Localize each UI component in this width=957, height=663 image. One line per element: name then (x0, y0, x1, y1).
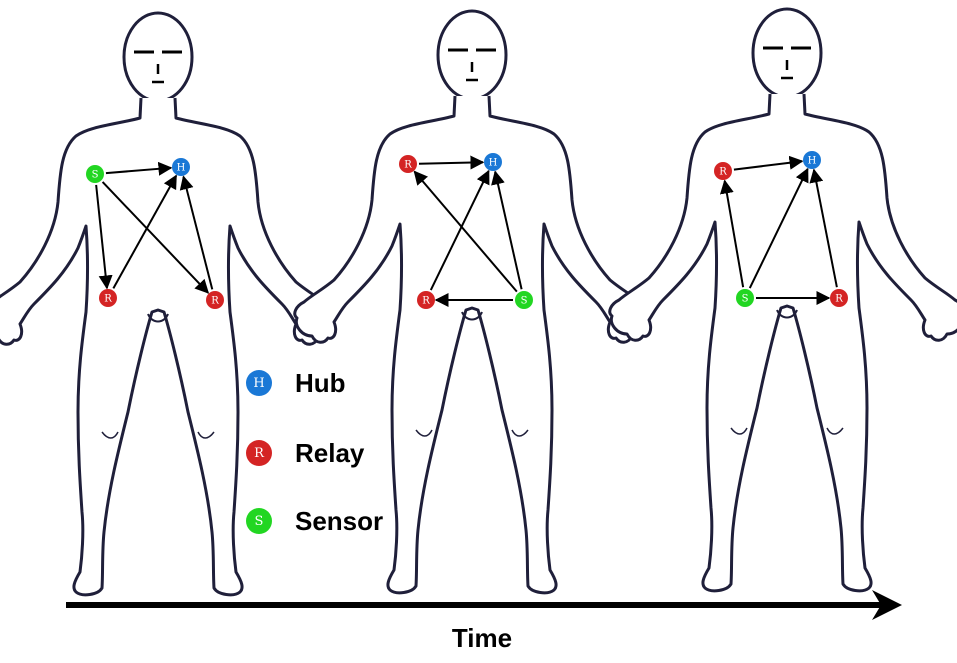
relay-node (830, 289, 848, 307)
relay-node (206, 291, 224, 309)
link-arrow-r2-to-h (809, 168, 838, 288)
relay-node-letter: R (104, 294, 112, 305)
relay-legend-icon-letter: R (254, 446, 265, 461)
sensor-node (515, 291, 533, 309)
hub-legend-label: Hub (295, 368, 346, 398)
link-arrow-s-to-r1 (95, 184, 113, 290)
hub-legend-icon (246, 370, 272, 396)
sensor-legend-label: Sensor (295, 506, 383, 536)
legend-item-hub: H Hub (246, 368, 346, 398)
relay-node-letter: R (719, 167, 727, 178)
legend-item-relay: R Relay (246, 438, 365, 468)
hub-node-letter: H (177, 163, 186, 174)
network-panels: S H R R R H R S R H S R (86, 151, 848, 309)
link-arrow-r2-to-h (429, 169, 490, 291)
link-arrow-r1-to-h (733, 155, 804, 171)
relay-node (417, 291, 435, 309)
link-arrow-s-to-r1 (719, 179, 745, 288)
link-arrow-r2-to-h (179, 175, 214, 290)
link-arrow-r1-to-h (112, 174, 178, 289)
sensor-node-letter: S (92, 170, 99, 181)
link-arrow-s-to-r1 (413, 170, 518, 293)
link-arrow-r1-to-h (418, 155, 485, 170)
sensor-legend-icon-letter: S (255, 514, 264, 529)
relay-node (399, 155, 417, 173)
sensor-node (736, 289, 754, 307)
link-arrow-s-to-h (105, 161, 173, 176)
legend-item-sensor: S Sensor (246, 506, 383, 536)
hub-node (172, 158, 190, 176)
relay-node-letter: R (404, 160, 412, 171)
sensor-node-letter: S (742, 294, 749, 305)
human-body-figure-3 (608, 7, 957, 593)
link-arrow-s-to-r2 (101, 181, 210, 294)
relay-node (99, 289, 117, 307)
relay-node-letter: R (835, 294, 843, 305)
relay-node (714, 162, 732, 180)
hub-node-letter: H (489, 158, 498, 169)
relay-node-letter: R (422, 296, 430, 307)
link-arrow-s-to-h (748, 167, 809, 289)
hub-node-letter: H (808, 156, 817, 167)
sensor-node-letter: S (521, 296, 528, 307)
hub-node (803, 151, 821, 169)
hub-node (484, 153, 502, 171)
hub-legend-icon-letter: H (253, 376, 264, 391)
relay-legend-icon (246, 440, 272, 466)
link-arrow-s-to-h (491, 170, 523, 290)
relay-legend-label: Relay (295, 438, 365, 468)
relay-node-letter: R (211, 296, 219, 307)
panel-1: S H R R (86, 158, 224, 309)
panel-3: R H S R (714, 151, 848, 307)
time-label: Time (452, 623, 512, 653)
legend: H Hub R Relay S Sensor (246, 368, 383, 536)
sensor-legend-icon (246, 508, 272, 534)
sensor-node (86, 165, 104, 183)
panel-2: R H R S (399, 153, 533, 309)
human-body-figure-1 (0, 11, 337, 597)
